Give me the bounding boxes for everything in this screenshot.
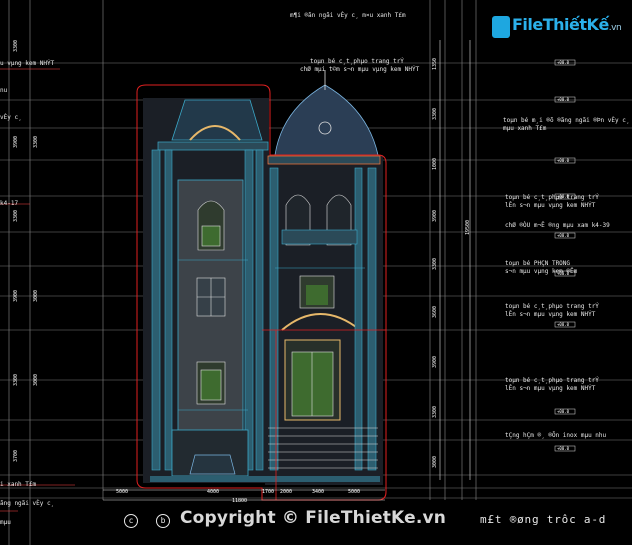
note-right-1: toµn bé c¸t¸phµo trang trÝ xyxy=(310,58,404,65)
bottom-dim-5: 3400 xyxy=(312,489,325,495)
right-dim-3: 1000 xyxy=(432,157,438,170)
top-note: m¶i ®ãn ngãi vÈy c¸ m¤u xanh T£m xyxy=(290,12,406,19)
note-right-2: chØ mµi t©m s¬n mµu vµng kem NHÝT xyxy=(300,66,420,73)
right-dim-7: 3900 xyxy=(432,355,438,368)
note-right-3: toµn bé m¸i ®õ ®ãng ngãi ®Þn vÈy c¸ xyxy=(503,117,630,124)
left-dim-8: 3000 xyxy=(33,289,39,302)
right-dim-1: 1350 xyxy=(432,57,438,70)
note-right-6: lÊn s¬n mµu vµng kem NHÝT xyxy=(505,202,596,209)
level-tag-1: +00.0 xyxy=(557,60,570,65)
copyright-watermark: Copyright © FileThietKe.vn xyxy=(180,508,447,528)
note-left-1: u vµng kem NHÝT xyxy=(0,60,55,67)
bottom-dim-4: 2000 xyxy=(280,489,293,495)
level-tag-3: +00.0 xyxy=(557,158,570,163)
axis-bubble-c: c xyxy=(124,514,138,528)
note-right-5: toµn bé c¸t¸phµo trang trÝ xyxy=(505,194,599,201)
bottom-dim-3: 1700 xyxy=(262,489,275,495)
bottom-dim-6: 5000 xyxy=(348,489,361,495)
left-dim-7: 3300 xyxy=(33,135,39,148)
level-tag-8: +00.0 xyxy=(557,409,570,414)
left-dim-3: 3300 xyxy=(13,209,19,222)
note-right-9: s¬n mµu vµng kem ®Ëm xyxy=(505,268,578,275)
left-dim-6: 3700 xyxy=(13,449,19,462)
right-dim-4: 3900 xyxy=(432,209,438,222)
brand-logo-icon xyxy=(492,16,510,38)
brand-logo-domain: .vn xyxy=(608,23,622,33)
note-left-4: k4-17 xyxy=(0,200,19,207)
left-dim-2: 3900 xyxy=(13,135,19,148)
note-left-7: mµu xyxy=(0,519,11,526)
note-left-6: ãng ngãi vÈy c¸ xyxy=(0,500,55,507)
level-tag-5: +00.0 xyxy=(557,233,570,238)
left-dim-4: 3900 xyxy=(13,289,19,302)
brand-logo-text: FileThiếtKế xyxy=(512,15,609,34)
level-tag-2: +00.0 xyxy=(557,97,570,102)
bottom-total-dim: 11800 xyxy=(232,498,248,504)
left-dim-5: 3300 xyxy=(13,373,19,386)
level-tag-6: +00.0 xyxy=(557,271,570,276)
note-right-13: lÊn s¬n mµu vµng kem NHÝT xyxy=(505,385,596,392)
left-dim-1: 3300 xyxy=(13,39,19,52)
right-dim-9: 3000 xyxy=(432,455,438,468)
note-right-12: toµn bé c¸t¸phµo trang trÝ xyxy=(505,377,599,384)
right-dim-5: 3300 xyxy=(432,257,438,270)
note-right-11: lÊn s¬n mµu vµng kem NHÝT xyxy=(505,311,596,318)
right-dim-6: 3600 xyxy=(432,305,438,318)
bottom-dim-1: 5000 xyxy=(116,489,129,495)
note-right-8: toµn bé PHÇN TRONG xyxy=(505,260,571,267)
axis-bubble-b: b xyxy=(156,514,170,528)
left-dim-9: 3000 xyxy=(33,373,39,386)
right-dim-8: 3300 xyxy=(432,405,438,418)
note-right-7: chØ ®ÒU m¬Ê ®ng mµu xam k4-39 xyxy=(505,222,610,229)
sheet-title: m£t ®øng trôc a-d xyxy=(480,513,607,526)
note-right-4: mµu xanh T£m xyxy=(503,125,547,132)
brand-logo[interactable]: FileThiếtKế.vn xyxy=(512,15,622,34)
elevation-building xyxy=(136,70,387,501)
right-dim-2: 3300 xyxy=(432,107,438,120)
total-dim: 19500 xyxy=(465,219,471,235)
note-left-5: i xanh T£m xyxy=(0,481,37,488)
note-right-10: toµn bé c¸t¸phµo trang trÝ xyxy=(505,303,599,310)
note-left-2: nu xyxy=(0,87,8,94)
level-tag-9: +00.0 xyxy=(557,446,570,451)
level-tag-4: +00.0 xyxy=(557,194,570,199)
note-left-3: vÈy c¸ xyxy=(0,114,22,121)
note-right-14: tÇng hÇm ®¸ ®Õn inox mµu nhu xyxy=(505,432,607,439)
bottom-dim-2: 4000 xyxy=(207,489,220,495)
level-tag-7: +00.0 xyxy=(557,322,570,327)
